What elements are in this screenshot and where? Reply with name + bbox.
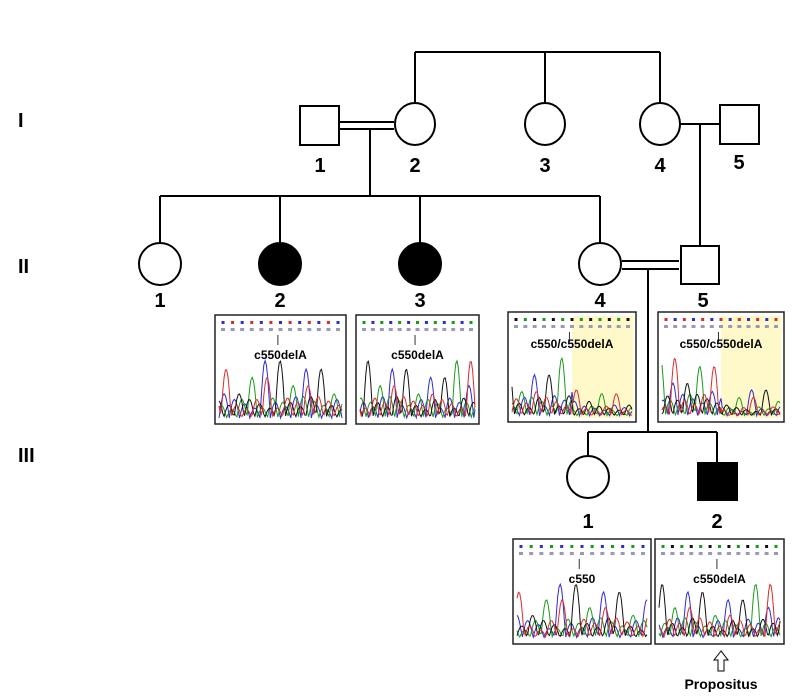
sequence-panel-ii-2: c550delA xyxy=(214,314,347,425)
sequence-panel-ii-3: c550delA xyxy=(355,314,480,425)
sequence-panels: c550delA c550delA c550/c550delA c550/c55… xyxy=(214,311,785,645)
individual-label: 1 xyxy=(314,155,325,177)
individual-ii-4: 4 xyxy=(578,242,622,312)
generation-label-iii: III xyxy=(18,445,35,467)
individual-iii-1: 1 xyxy=(566,455,610,533)
individual-label: 4 xyxy=(594,290,606,312)
individual-label: 2 xyxy=(274,290,285,312)
individual-i-1: 1 xyxy=(299,105,340,177)
propositus-label: Propositus xyxy=(684,676,757,692)
sequence-panel-iii-1: c550 xyxy=(512,538,652,645)
individual-label: 5 xyxy=(733,152,744,174)
sequence-panel-iii-2: c550delA xyxy=(654,538,785,645)
pedigree-lines xyxy=(159,51,719,463)
individual-i-2: 2 xyxy=(394,102,436,177)
individual-label: 2 xyxy=(711,511,722,533)
individual-label: 5 xyxy=(697,290,708,312)
individual-i-3: 3 xyxy=(524,102,566,177)
individual-i-5: 5 xyxy=(719,104,760,174)
mutation-label: c550/c550delA xyxy=(531,337,614,351)
individual-label: 1 xyxy=(582,511,593,533)
mutation-label: c550delA xyxy=(693,572,746,586)
individual-ii-1: 1 xyxy=(138,242,182,312)
individual-label: 3 xyxy=(539,155,550,177)
individual-i-4: 4 xyxy=(639,102,681,177)
individual-ii-2: 2 xyxy=(258,242,302,312)
sequence-panel-ii-5: c550/c550delA xyxy=(657,311,785,423)
sequence-panel-ii-4: c550/c550delA xyxy=(507,311,637,423)
mutation-label: c550delA xyxy=(391,348,444,362)
individual-ii-5: 5 xyxy=(680,245,720,312)
generation-label-ii: II xyxy=(18,256,29,278)
individual-label: 4 xyxy=(654,155,666,177)
mutation-label: c550 xyxy=(569,572,596,586)
mutation-label: c550delA xyxy=(254,348,307,362)
generation-label-i: I xyxy=(18,110,24,132)
individual-label: 3 xyxy=(414,290,425,312)
individual-label: 1 xyxy=(154,290,165,312)
mutation-label: c550/c550delA xyxy=(680,337,763,351)
individual-iii-2: 2 xyxy=(697,462,738,533)
individual-ii-3: 3 xyxy=(398,242,442,312)
individual-label: 2 xyxy=(409,155,420,177)
up-arrow-icon xyxy=(712,650,730,672)
propositus-marker: Propositus xyxy=(684,650,758,692)
